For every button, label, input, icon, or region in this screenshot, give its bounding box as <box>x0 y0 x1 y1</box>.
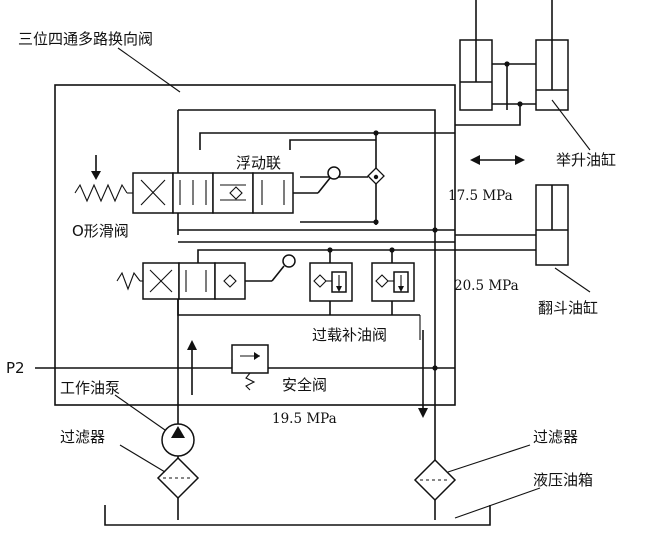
lower-valve-spring-icon <box>116 271 143 291</box>
filter-left-leader <box>119 444 166 473</box>
valve-title-leader <box>117 47 181 93</box>
work-pump <box>161 423 195 457</box>
valve-block-frame <box>54 84 456 406</box>
tip-cylinder-leader <box>554 267 591 293</box>
tank-label: 液压油箱 <box>533 471 593 489</box>
tip-cylinder <box>535 184 569 266</box>
filter-right-label: 过滤器 <box>533 428 578 446</box>
lower-spool-valve <box>142 262 285 300</box>
tip-cylinder-label: 翻斗油缸 <box>538 299 598 317</box>
multiway-valve-label: 三位四通多路换向阀 <box>18 30 153 48</box>
upper-valve-spring-icon <box>74 155 133 203</box>
upper-lever-knob <box>327 166 341 180</box>
filter-left <box>156 456 200 500</box>
overload-valve-left <box>309 262 353 315</box>
filter-right-leader <box>447 444 531 473</box>
overload-valve-label: 过载补油阀 <box>312 326 387 344</box>
work-pump-label: 工作油泵 <box>60 379 120 397</box>
float-link-label: 浮动联 <box>236 154 281 172</box>
tank-leader <box>454 487 541 519</box>
lower-lever-knob <box>282 254 296 268</box>
tank-outline <box>104 505 491 526</box>
lift-cylinder-left <box>459 0 493 111</box>
lift-cylinder-right <box>535 0 569 111</box>
filter-left-label: 过滤器 <box>60 428 105 446</box>
filter-right <box>413 458 457 502</box>
pressure-19-5-label: 19.5 MPa <box>272 411 337 427</box>
o-type-valve-label: O形滑阀 <box>72 222 129 240</box>
pressure-20-5-label: 20.5 MPa <box>454 278 519 294</box>
lift-cylinder-label: 举升油缸 <box>556 151 616 169</box>
lift-cylinder-leader <box>551 99 591 151</box>
double-arrow-icon <box>470 155 525 165</box>
safety-valve-label: 安全阀 <box>282 376 327 394</box>
p2-label: P2 <box>6 359 25 377</box>
safety-valve <box>231 344 269 391</box>
overload-valve-right <box>371 262 415 315</box>
o-type-spool-valve <box>132 172 331 214</box>
pump-leader <box>114 394 166 431</box>
pressure-17-5-label: 17.5 MPa <box>448 188 513 204</box>
